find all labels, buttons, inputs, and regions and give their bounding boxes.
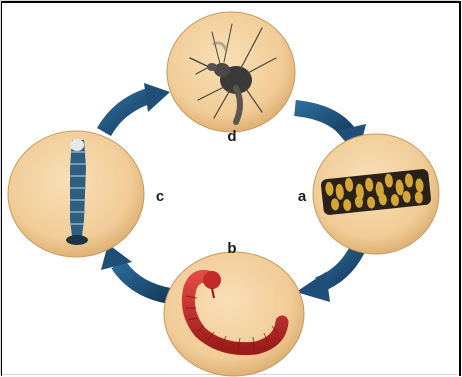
arrow-b-to-c (101, 244, 170, 296)
arrow-c-to-d (104, 83, 170, 132)
arrow-a-to-b (296, 248, 358, 302)
stage-label-b: b (227, 240, 236, 257)
stage-d-circle (167, 12, 295, 132)
stage-c-circle (8, 131, 144, 257)
stage-label-c: c (156, 188, 164, 205)
stage-label-d: d (227, 128, 236, 145)
stage-a-circle (313, 134, 439, 254)
stage-label-a: a (298, 188, 307, 205)
stage-b-circle (164, 252, 304, 376)
